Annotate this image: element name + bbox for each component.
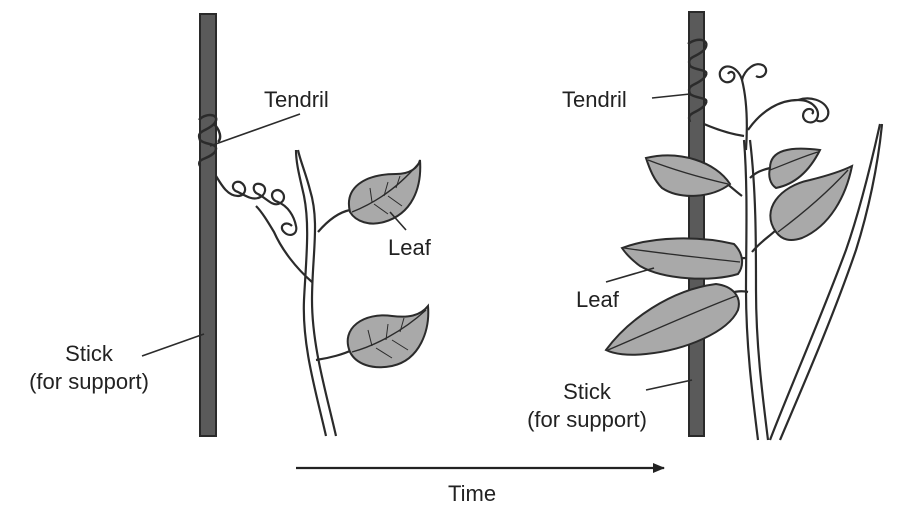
left-plant-stage — [141, 13, 430, 437]
right-plant-stage — [604, 11, 884, 441]
left-tendril-spirals — [215, 175, 298, 236]
right-tendril-leader — [651, 93, 691, 99]
left-stick-label-line1: Stick — [65, 341, 113, 366]
right-leaf-upper-right — [768, 147, 822, 190]
left-stick — [199, 13, 217, 437]
right-stick-label-line2: (for support) — [527, 406, 647, 432]
left-tendril-label: Tendril — [264, 87, 329, 112]
left-stick-label-line2: (for support) — [29, 368, 149, 394]
right-leaf-middle-right — [769, 164, 854, 241]
right-leaf-leader — [605, 267, 655, 283]
left-leaf-upper — [347, 159, 422, 225]
right-stick-leader — [645, 379, 693, 391]
left-leaf-lower — [346, 303, 430, 369]
left-stem — [255, 149, 353, 437]
right-leaf-label: Leaf — [576, 287, 619, 312]
right-stem — [717, 123, 884, 441]
right-leaf-upper-left — [644, 154, 732, 197]
left-stick-label: Stick (for support) — [4, 340, 174, 395]
right-stick-label-line1: Stick — [563, 379, 611, 404]
right-tendril-label: Tendril — [562, 87, 627, 112]
time-label: Time — [448, 481, 497, 506]
left-stick-leader — [141, 333, 205, 357]
left-leaf-leader — [389, 211, 407, 231]
left-leaf-label: Leaf — [388, 235, 431, 260]
right-tendril-coil — [687, 38, 708, 123]
right-stick — [688, 11, 705, 437]
right-stick-label: Stick (for support) — [502, 378, 672, 433]
right-top-tendrils — [718, 63, 830, 151]
right-leaf-lower-left — [604, 282, 740, 356]
left-tendril-leader — [209, 113, 301, 147]
left-tendril-coil — [197, 113, 222, 167]
right-tendril-branch — [703, 122, 745, 138]
